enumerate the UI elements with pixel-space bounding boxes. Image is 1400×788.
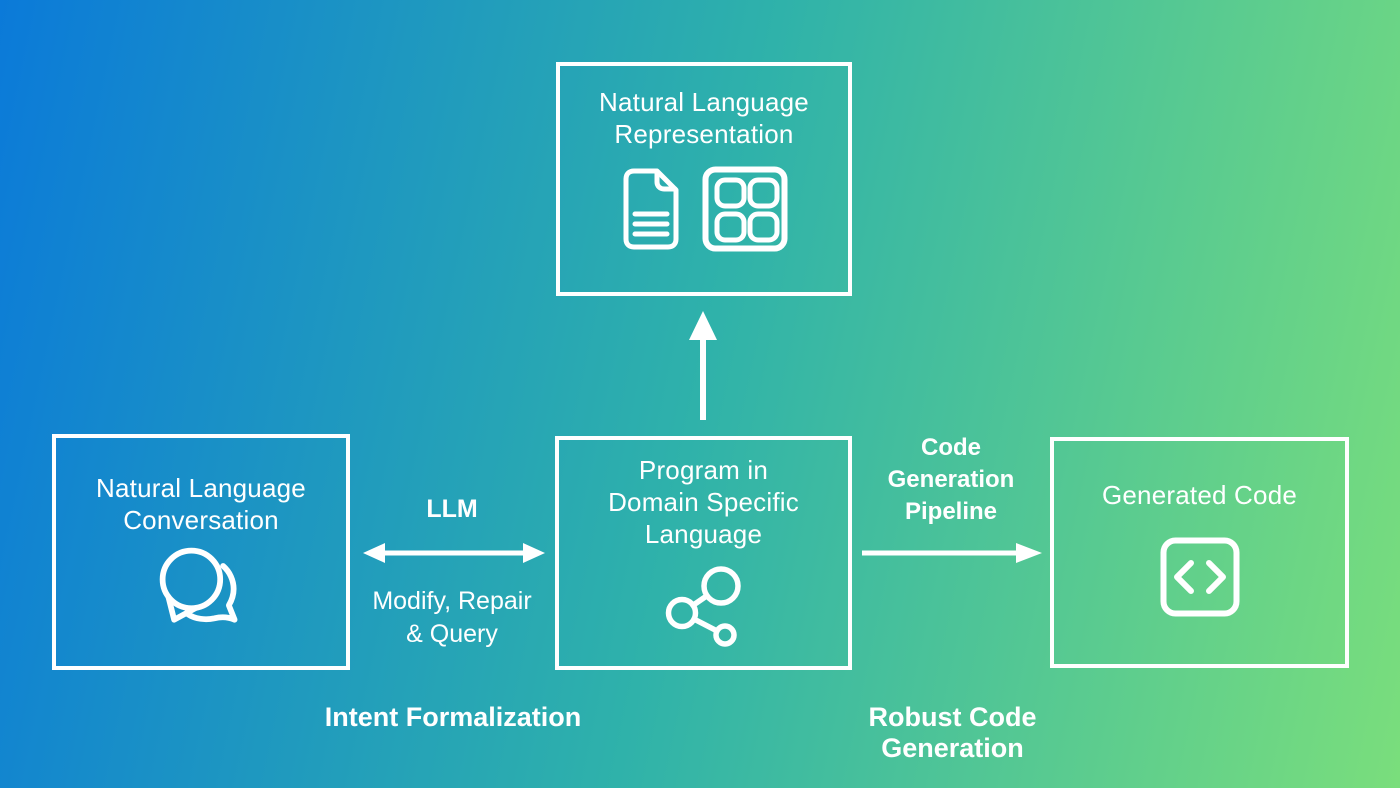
icon-area <box>661 556 746 651</box>
box-natural-language-conversation: Natural Language Conversation <box>52 434 350 670</box>
caption-robust-code-generation: Robust Code Generation <box>868 702 1037 763</box>
grid-icon <box>702 166 787 252</box>
code-brackets-icon <box>1160 537 1239 617</box>
box-title: Natural Language Representation <box>599 86 809 150</box>
caption-intent-formalization: Intent Formalization <box>324 702 582 732</box>
icon-area <box>1160 537 1240 617</box>
box-generated-code: Generated Code <box>1050 437 1349 668</box>
box-title-line: Domain Specific <box>608 487 799 517</box>
box-title: Natural Language Conversation <box>96 472 306 536</box>
box-title-line: Representation <box>614 119 794 149</box>
box-title-line: Natural Language <box>96 473 306 503</box>
cgp-label-line: Code <box>921 434 981 461</box>
llm-label-text: LLM <box>426 495 478 523</box>
cgp-label-line: Pipeline <box>904 498 998 525</box>
modify-repair-query-label: Modify, Repair & Query <box>332 585 572 651</box>
chat-bubbles-icon <box>159 547 238 623</box>
box-title-line: Natural Language <box>599 87 809 117</box>
arrow-double-headed <box>363 543 545 563</box>
modify-label-line: Modify, Repair <box>372 587 532 615</box>
box-title-line: Conversation <box>123 505 279 535</box>
arrow-right <box>862 543 1042 563</box>
box-title: Generated Code <box>1102 479 1297 511</box>
llm-label: LLM <box>352 494 552 524</box>
box-title: Program in Domain Specific Language <box>608 454 799 550</box>
cgp-label-line: Generation <box>887 466 1015 493</box>
code-generation-pipeline-label: Code Generation Pipeline <box>853 432 1049 528</box>
icon-area <box>153 544 249 634</box>
box-title-line: Language <box>644 519 763 549</box>
arrow-up <box>689 311 717 420</box>
modify-label-line: & Query <box>406 620 498 648</box>
box-program-in-dsl: Program in Domain Specific Language <box>555 436 852 670</box>
icon-row <box>621 166 788 252</box>
box-title-line: Generated Code <box>1101 480 1298 510</box>
molecule-icon <box>665 566 741 647</box>
document-icon <box>623 168 678 250</box>
box-natural-language-representation: Natural Language Representation <box>556 62 852 296</box>
box-title-line: Program in <box>638 455 769 485</box>
